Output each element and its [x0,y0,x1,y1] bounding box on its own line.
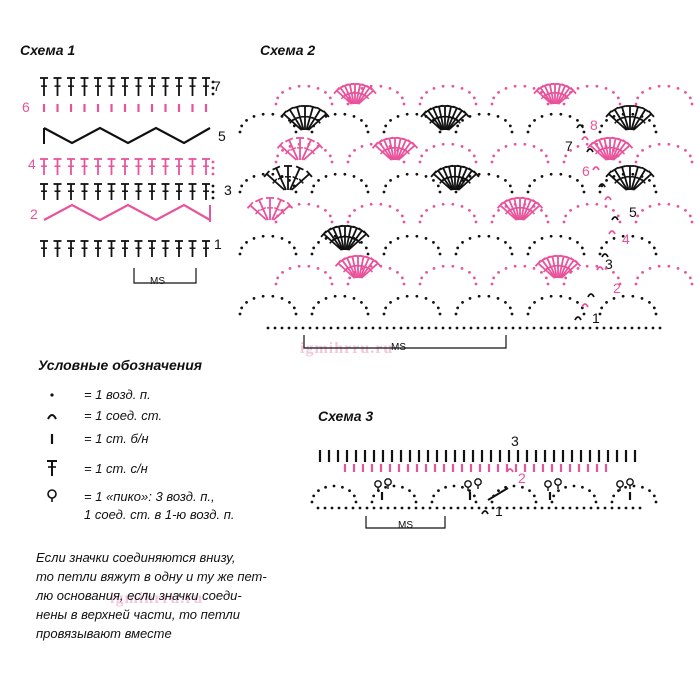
chain-stitch-icon [38,390,66,400]
watermark-bottom: igmihrru.ru [110,590,204,607]
scheme2-row-4: 4 [622,231,630,247]
note-line: нены в верхней части, то петли [36,607,240,622]
single-crochet-icon [38,432,66,446]
scheme1-row-7: 7 [213,78,221,94]
legend-item-sc: = 1 ст. б/н [38,431,149,446]
scheme3-title: Схема 3 [318,408,374,424]
scheme1-row-2: 2 [30,206,38,222]
scheme1-row-4: 4 [28,156,36,172]
scheme3-row-1: 1 [495,503,503,519]
scheme2-row-1: 1 [592,310,600,326]
scheme1-row-5: 5 [218,128,226,144]
slip-stitch-icon [38,410,66,422]
note-line: Если значки соединяются внизу, [36,550,236,565]
legend-item-picot-cont: 1 соед. ст. в 1-ю возд. п. [84,507,235,522]
scheme3-row-2: 2 [518,470,526,486]
legend-title: Условные обозначения [38,357,203,373]
scheme3-chart [310,450,658,529]
scheme1-row-6: 6 [22,99,30,115]
double-crochet-icon [38,458,66,478]
scheme1-row-3: 3 [224,182,232,198]
scheme2-row-7: 7 [565,138,573,154]
note-line: то петли вяжут в одну и ту же пет- [36,569,267,584]
scheme1-title: Схема 1 [20,42,76,58]
legend-item-dc: = 1 ст. с/н [38,458,148,478]
scheme3-row-3: 3 [511,433,519,449]
legend-item-slip: = 1 соед. ст. [38,408,162,423]
scheme2-row-6: 6 [582,163,590,179]
note-line: провязывают вместе [36,626,172,641]
scheme3-repeat-label: MS [398,520,413,531]
scheme2-row-5: 5 [629,204,637,220]
legend-item-chain: = 1 возд. п. [38,387,151,402]
explanation-note: Если значки соединяются внизу, то петли … [36,548,286,643]
scheme1-row-1: 1 [214,236,222,252]
scheme2-row-3: 3 [605,256,613,272]
scheme2-chart [238,82,694,349]
legend-item-picot: = 1 «пико»: 3 возд. п., [38,488,215,504]
scheme1-chart [40,77,215,284]
scheme2-row-8: 8 [590,117,598,133]
scheme2-title: Схема 2 [260,42,316,58]
scheme2-row-2: 2 [613,280,621,296]
note-line: лю основания, если значки соеди- [36,588,242,603]
picot-icon [38,488,66,504]
scheme1-repeat-label: MS [150,276,165,287]
